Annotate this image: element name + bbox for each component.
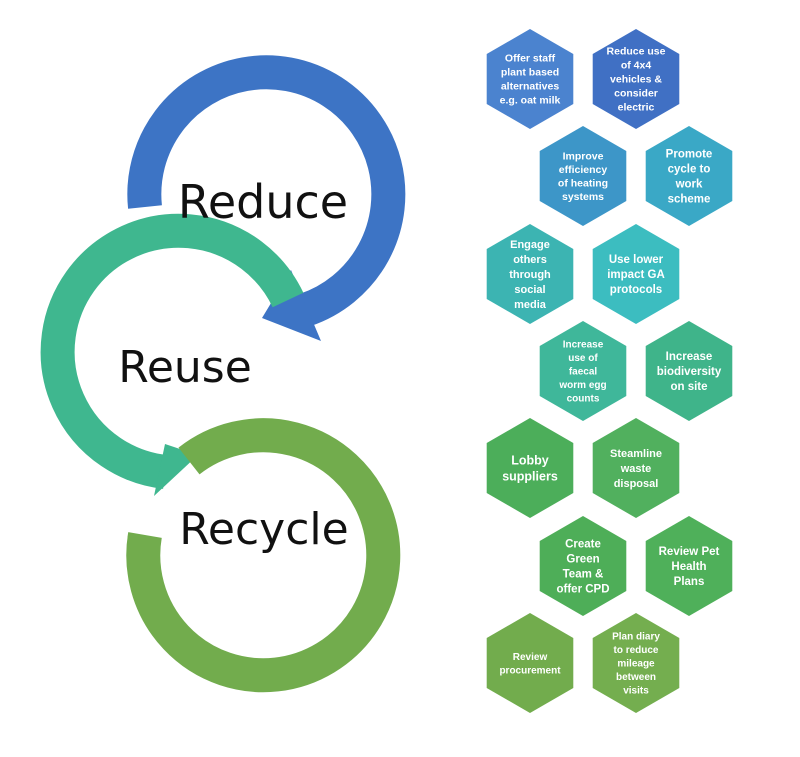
- hexagon-text-line: Steamline: [610, 448, 662, 460]
- action-hex-cycle-scheme: Promote cycle to work scheme: [645, 126, 733, 226]
- hexagon-text-line: Review: [513, 652, 548, 663]
- reduce-arrowhead: [262, 270, 321, 341]
- hexagon-text-line: to reduce: [613, 645, 658, 656]
- action-hex-social-media: Engage others through social media: [486, 224, 574, 324]
- reduce-label: Reduce: [178, 175, 348, 229]
- hexagon-text-line: Plans: [674, 576, 705, 588]
- hexagon-shape: [486, 224, 574, 324]
- hexagon-text-line: Plan diary: [612, 632, 660, 643]
- hexagon-text-line: visits: [623, 686, 649, 697]
- hexagon-text-line: suppliers: [502, 469, 558, 483]
- hexagon-text-line: Increase: [563, 340, 604, 351]
- hexagon-text-line: faecal: [569, 367, 598, 378]
- reuse-arrow: [40, 213, 304, 489]
- hexagon-text-line: consider: [614, 88, 658, 100]
- action-hex-procurement: Review procurement: [486, 613, 574, 713]
- hexagon-text-line: media: [514, 299, 547, 311]
- recycle-label: Recycle: [179, 504, 348, 555]
- hexagon-text-line: Create: [565, 539, 601, 551]
- hexagon-shape: [486, 418, 574, 518]
- hexagon-text-line: cycle to: [668, 164, 711, 176]
- recycle-arrow: [126, 418, 401, 693]
- hexagon-text-line: mileage: [617, 659, 655, 670]
- hexagon-shape: [592, 613, 680, 713]
- hexagon-text-line: vehicles &: [610, 74, 662, 86]
- hexagon-text-line: plant based: [501, 67, 559, 79]
- hexagon-text-line: Team &: [563, 569, 604, 581]
- hexagon-shape: [645, 321, 733, 421]
- hexagon-shape: [539, 126, 627, 226]
- hexagon-text-line: efficiency: [559, 164, 608, 176]
- hexagon-text-line: worm egg: [558, 380, 606, 391]
- hexagon-text-line: procurement: [499, 665, 561, 676]
- hexagon-text-line: Improve: [563, 150, 604, 162]
- hexagon-shape: [539, 516, 627, 616]
- reduce-arrow: [127, 55, 406, 327]
- cycle-arrows: [40, 55, 406, 693]
- hexagon-text-line: e.g. oat milk: [500, 95, 561, 107]
- action-hex-4x4-vehicles: Reduce use of 4x4 vehicles & consider electr…: [592, 29, 680, 129]
- hexagon-shape: [592, 418, 680, 518]
- hexagon-text-line: counts: [567, 394, 600, 405]
- hexagon-text-line: social: [514, 284, 545, 296]
- hexagon-text-line: use of: [568, 353, 598, 364]
- hexagon-text-line: offer CPD: [556, 584, 609, 596]
- hexagon-text-line: Offer staff: [505, 53, 556, 65]
- hexagon-text-line: Increase: [666, 351, 713, 363]
- action-hex-lobby: Lobby suppliers: [486, 418, 574, 518]
- hexagon-shape: [486, 29, 574, 129]
- hexagon-text-line: protocols: [610, 284, 662, 296]
- hexagon-text-line: of heating: [558, 177, 608, 189]
- hexagon-shape: [486, 613, 574, 713]
- action-hex-ga-protocols: Use lower impact GA protocols: [592, 224, 680, 324]
- hexagon-text-line: of 4x4: [621, 60, 652, 72]
- hexagon-text-line: scheme: [668, 194, 711, 206]
- action-hex-waste: Steamline waste disposal: [592, 418, 680, 518]
- action-hex-biodiversity: Increase biodiversity on site: [645, 321, 733, 421]
- hexagon-text-line: Engage: [510, 239, 550, 251]
- hexagon-text-line: disposal: [614, 478, 659, 490]
- hexagon-text-line: electric: [618, 102, 655, 114]
- hexagon-text-line: systems: [562, 191, 604, 203]
- hexagon-text-line: Use lower: [609, 254, 664, 266]
- hexagon-shape: [592, 224, 680, 324]
- hexagon-text-line: impact GA: [607, 269, 665, 281]
- hexagon-text-line: work: [675, 179, 703, 191]
- reuse-label: Reuse: [118, 342, 252, 393]
- action-hex-faecal-egg: Increase use of faecal worm egg counts: [539, 321, 627, 421]
- hexagon-text-line: Reduce use: [607, 46, 666, 58]
- hexagon-shape: [645, 516, 733, 616]
- hexagon-shape: [592, 29, 680, 129]
- hexagon-text-line: Health: [671, 561, 706, 573]
- hexagon-shape: [539, 321, 627, 421]
- hexagon-text-line: others: [513, 254, 547, 266]
- action-hex-diary: Plan diary to reduce mileage between visits: [592, 613, 680, 713]
- hexagon-text-line: on site: [670, 381, 707, 393]
- hexagon-shape: [645, 126, 733, 226]
- hexagon-text-line: alternatives: [501, 81, 560, 93]
- hexagon-text-line: Lobby: [511, 453, 549, 467]
- hexagon-text-line: Review Pet: [659, 546, 720, 558]
- hexagon-text-line: waste: [620, 463, 652, 475]
- hexagon-text-line: between: [616, 672, 656, 683]
- hexagon-text-line: through: [509, 269, 551, 281]
- action-hexagon-grid: Offer staff plant based alternatives e.g. o…: [486, 29, 733, 713]
- hexagon-text-line: Promote: [666, 149, 713, 161]
- hexagon-text-line: Green: [566, 554, 599, 566]
- hexagon-text-line: biodiversity: [657, 366, 722, 378]
- action-hex-plant-milk: Offer staff plant based alternatives e.g. o…: [486, 29, 574, 129]
